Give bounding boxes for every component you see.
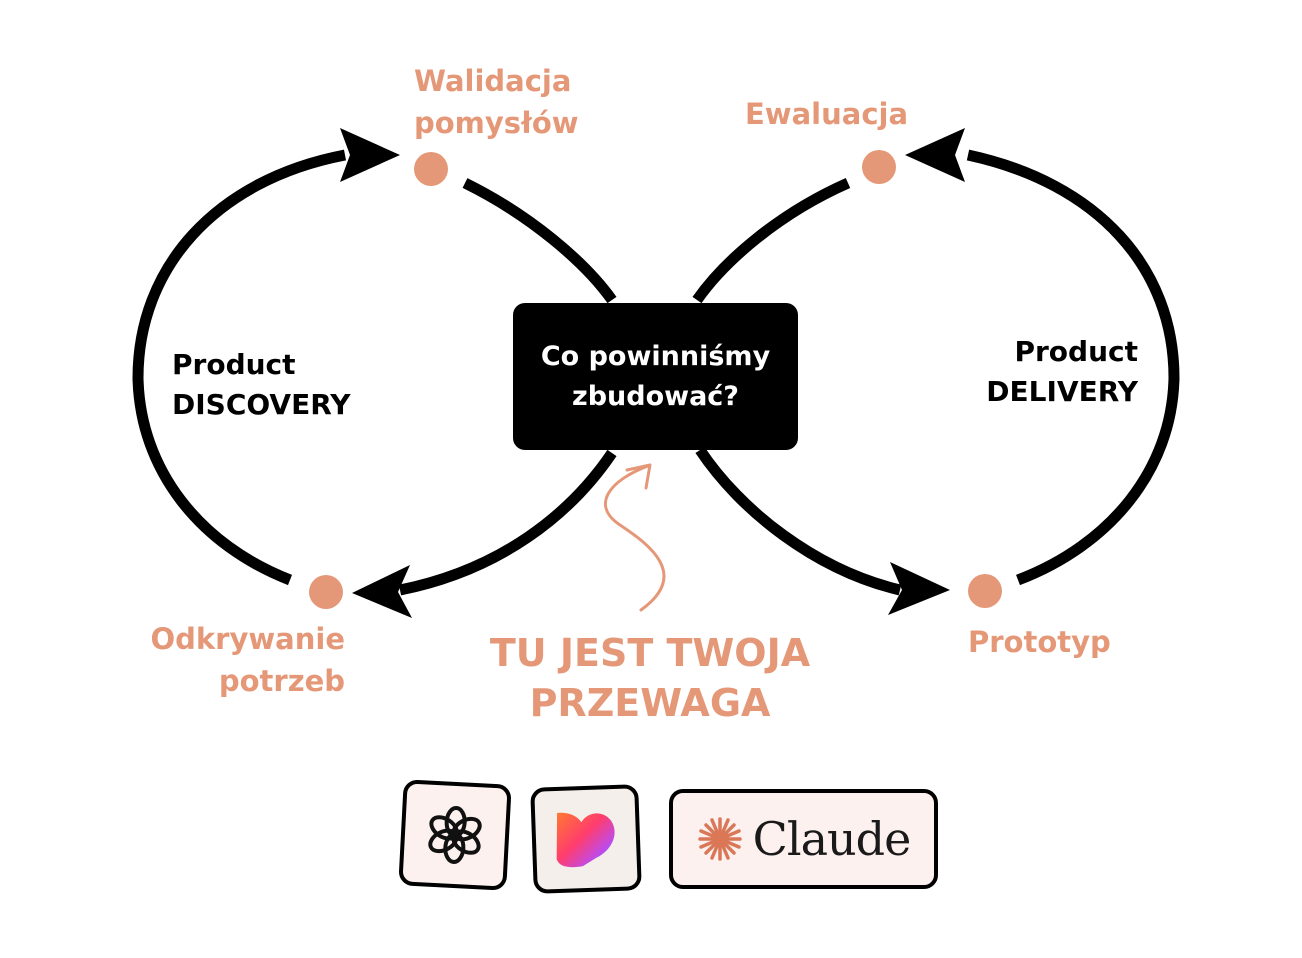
claude-tile: Claude: [669, 789, 938, 889]
openai-logo-icon: [428, 806, 482, 864]
dot-validation: [414, 152, 448, 186]
cross-line-down-lower: [695, 446, 902, 596]
stage-discovery-needs-label: Odkrywanie potrzeb: [150, 618, 345, 702]
cross-line-up-lower: [398, 449, 617, 596]
claude-label: Claude: [752, 812, 912, 866]
arrowhead-to-evaluation: [905, 128, 965, 182]
advantage-headline: TU JEST TWOJA PRZEWAGA: [450, 628, 850, 728]
delivery-arc: [966, 149, 1180, 586]
stage-evaluation-line1: Ewaluacja: [745, 97, 909, 131]
arrowhead-to-prototype: [888, 562, 950, 615]
lovable-heart-icon: [556, 812, 615, 868]
center-question-box: Co powinniśmy zbudować?: [513, 303, 798, 450]
stage-validation-line2: pomysłów: [414, 106, 579, 140]
advantage-line1: TU JEST TWOJA: [489, 631, 811, 675]
arrowhead-to-discovery-needs: [352, 565, 412, 618]
phase-delivery-label: Product DELIVERY: [958, 332, 1138, 412]
phase-delivery-line1: Product: [1014, 335, 1138, 368]
cross-line-up: [692, 177, 851, 304]
stage-evaluation-label: Ewaluacja: [745, 93, 908, 135]
arrowhead-to-validation: [340, 128, 400, 182]
dot-prototype: [968, 574, 1002, 608]
squiggle-arrowhead: [625, 463, 652, 490]
stage-validation-label: Walidacja pomysłów: [414, 60, 579, 144]
stage-discovery-needs-line1: Odkrywanie: [150, 622, 345, 656]
center-question-line1: Co powinniśmy: [540, 340, 771, 372]
advantage-line2: PRZEWAGA: [529, 681, 771, 725]
phase-delivery-line2: DELIVERY: [986, 375, 1138, 408]
phase-discovery-line1: Product: [172, 348, 296, 381]
stage-prototype-label: Prototyp: [968, 621, 1111, 663]
openai-tile: [398, 779, 512, 891]
discovery-arc: [132, 149, 347, 586]
stage-validation-line1: Walidacja: [414, 64, 572, 98]
lovable-tile: [530, 784, 642, 894]
stage-discovery-needs-line2: potrzeb: [218, 664, 345, 698]
cross-line-down: [462, 178, 617, 304]
stage-prototype-line1: Prototyp: [968, 625, 1111, 659]
squiggle-arrow: [604, 464, 666, 612]
phase-discovery-line2: DISCOVERY: [172, 388, 351, 421]
claude-starburst-icon: [697, 817, 742, 861]
phase-discovery-label: Product DISCOVERY: [172, 345, 351, 425]
dot-evaluation: [862, 150, 896, 184]
center-question-line2: zbudować?: [572, 380, 739, 412]
dot-discovery-needs: [309, 575, 343, 609]
